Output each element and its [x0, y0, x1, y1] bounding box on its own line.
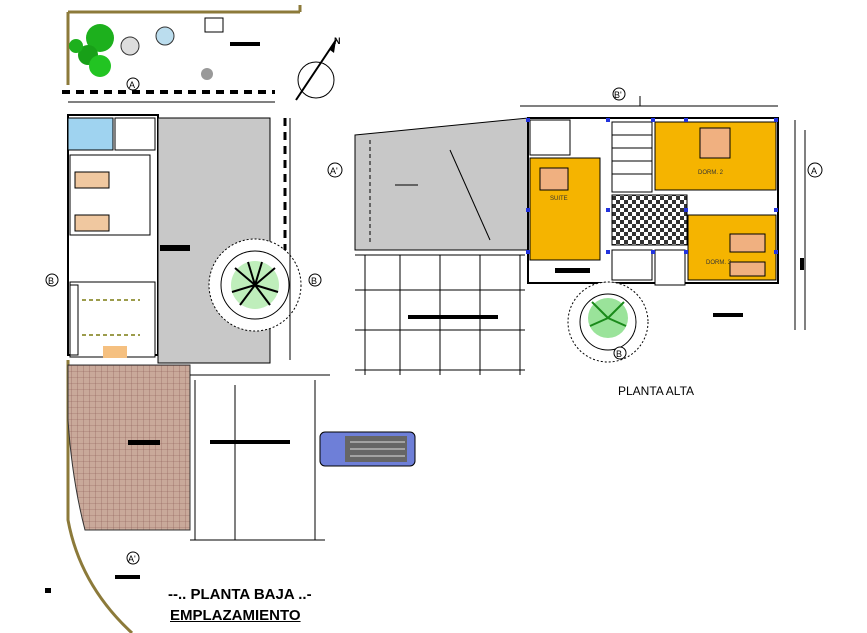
- svg-text:A: A: [811, 166, 817, 176]
- section-mark-a-bottom: A': [126, 551, 140, 565]
- room-label-suite: SUITE: [550, 196, 568, 202]
- svg-text:B: B: [311, 276, 317, 286]
- section-mark-b-left: B: [45, 273, 59, 287]
- section-mark-a-top: A: [126, 77, 140, 91]
- svg-text:A': A': [128, 554, 136, 564]
- palm-icon: [208, 238, 302, 332]
- svg-text:B: B: [48, 276, 54, 286]
- room-label-dorm3: DORM. 3: [706, 260, 732, 266]
- tree-icon: [567, 281, 649, 363]
- section-mark-a-alta-left: A': [327, 162, 343, 178]
- svg-text:B: B: [616, 349, 622, 359]
- car-icon: [319, 431, 416, 467]
- north-arrow-icon: N: [295, 36, 341, 101]
- svg-text:N: N: [334, 36, 341, 46]
- emplazamiento-title: EMPLAZAMIENTO: [170, 607, 301, 624]
- planta-baja-plan: [45, 5, 416, 633]
- svg-text:B': B': [614, 90, 622, 100]
- section-mark-a-alta-right: A: [807, 162, 823, 178]
- svg-text:A': A': [330, 166, 338, 176]
- section-mark-b-alta-bottom: B: [613, 346, 627, 360]
- planta-alta-plan: [354, 96, 806, 375]
- planta-baja-title: --.. PLANTA BAJA ..-: [168, 586, 312, 603]
- section-mark-b-alta-top: B': [612, 87, 626, 101]
- section-mark-b-right: B: [308, 273, 322, 287]
- room-label-dorm2: DORM. 2: [698, 170, 724, 176]
- svg-text:A: A: [129, 80, 135, 90]
- planta-alta-title: PLANTA ALTA: [618, 384, 695, 398]
- tree-icon: [69, 24, 213, 80]
